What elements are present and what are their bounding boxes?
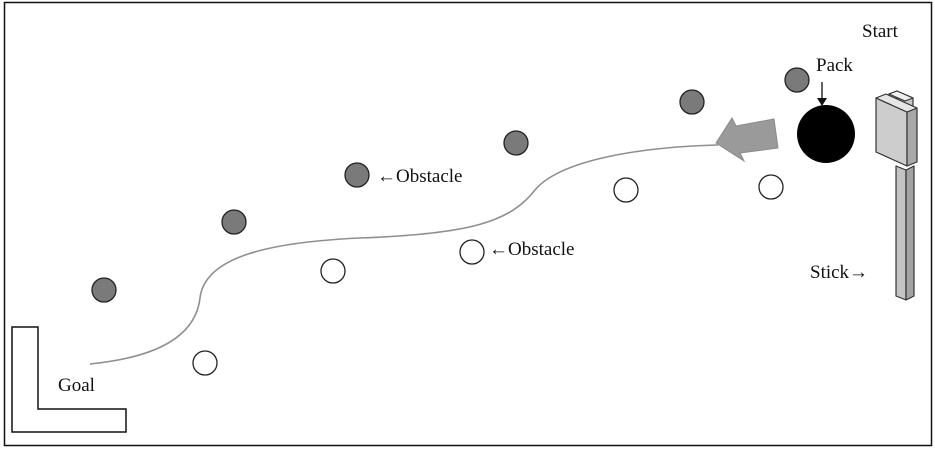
pack-pointer-arrow — [817, 82, 827, 106]
goal-shape — [11, 326, 127, 433]
obstacle-light — [192, 350, 218, 376]
pack-disc — [797, 105, 855, 163]
hockey-stick — [875, 90, 918, 301]
obstacle-dark — [344, 162, 370, 188]
obstacle-dark — [221, 209, 247, 235]
pack-trajectory — [89, 144, 719, 365]
field-frame — [3, 1, 933, 447]
stick-label: Stick→ — [810, 262, 869, 283]
start-label: Start — [862, 21, 898, 42]
obstacle-dark — [679, 89, 705, 115]
pack-label: Pack — [816, 55, 853, 76]
obstacle-dark — [91, 277, 117, 303]
obstacle-light — [320, 258, 346, 284]
obstacle-dark — [503, 130, 529, 156]
obstacle-light — [613, 177, 639, 203]
obstacle-light — [459, 239, 485, 265]
obstacle-dark — [784, 67, 810, 93]
obstacle-row-light — [192, 174, 784, 376]
obstacle-row-dark — [91, 67, 810, 303]
obstacle-label-upper: ←Obstacle — [377, 166, 463, 187]
obstacle-label-lower: ←Obstacle — [489, 239, 575, 260]
direction-arrow — [715, 116, 779, 163]
goal-label: Goal — [58, 375, 95, 396]
obstacle-light — [758, 174, 784, 200]
